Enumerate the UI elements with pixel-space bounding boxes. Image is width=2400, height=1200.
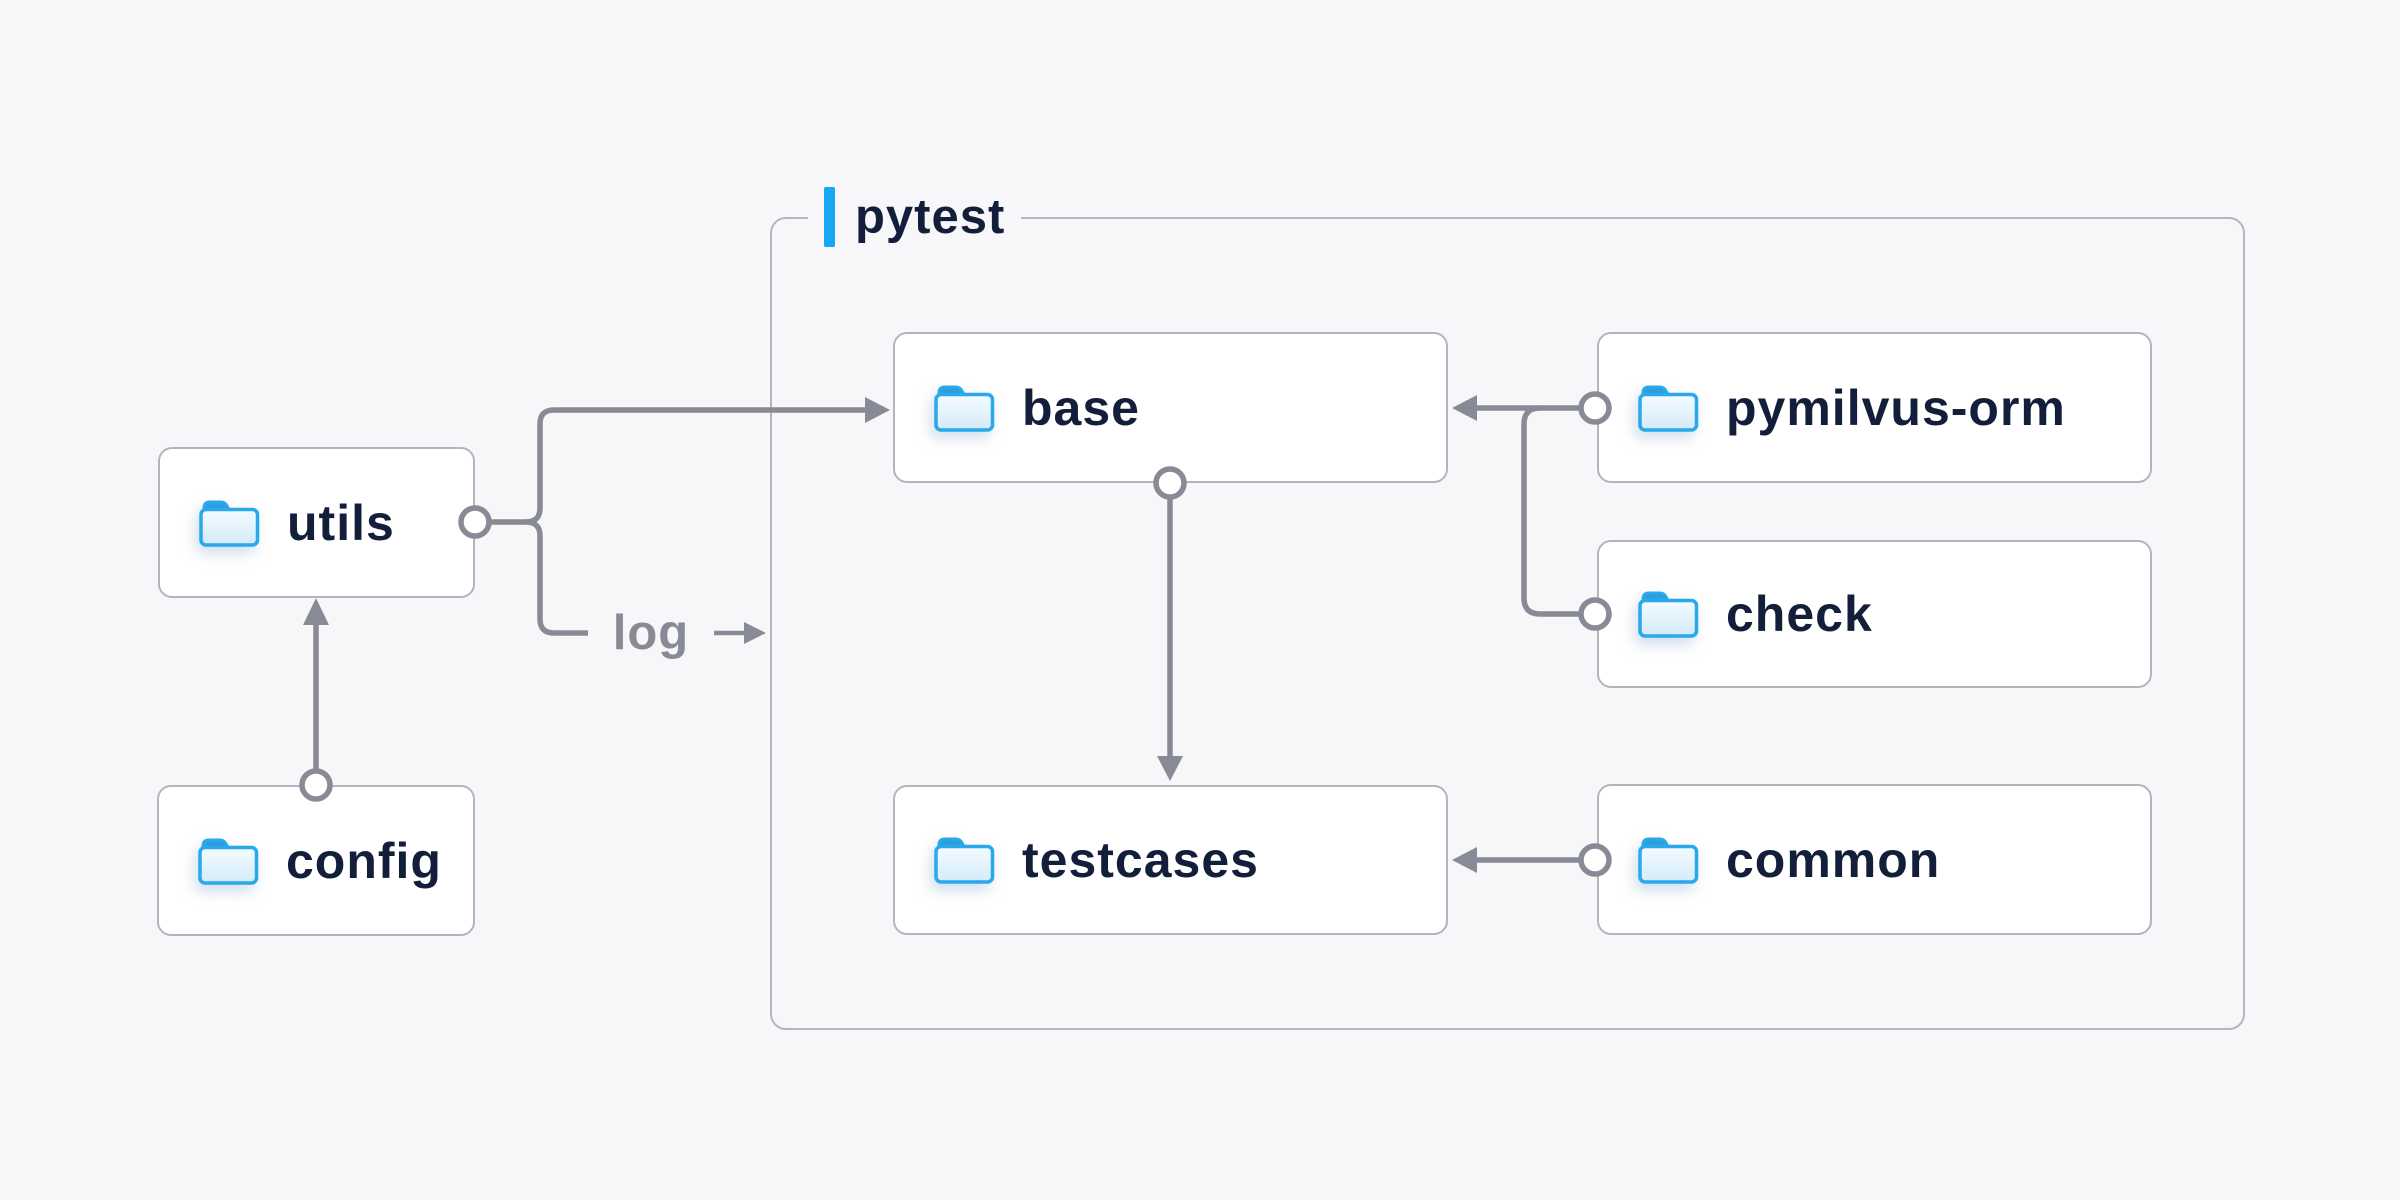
node-utils: utils — [158, 447, 475, 598]
node-common: common — [1597, 784, 2152, 935]
node-label: testcases — [1022, 832, 1259, 888]
pytest-container-title: pytest — [855, 190, 1006, 244]
node-config: config — [157, 785, 475, 936]
node-label: base — [1022, 379, 1140, 436]
accent-bar — [824, 187, 835, 247]
folder-icon — [933, 835, 995, 885]
node-testcases: testcases — [893, 785, 1448, 935]
node-label: check — [1726, 586, 1873, 642]
node-label: config — [286, 832, 442, 889]
folder-icon — [1637, 383, 1699, 433]
pytest-container — [770, 217, 2245, 1030]
folder-icon — [1637, 589, 1699, 639]
pytest-container-label: pytest — [808, 183, 1022, 251]
node-label: utils — [287, 494, 395, 551]
edge-config-utils — [299, 598, 333, 802]
folder-icon — [933, 383, 995, 433]
node-label: pymilvus-orm — [1726, 379, 2066, 436]
node-check: check — [1597, 540, 2152, 688]
log-annotation: log — [612, 606, 690, 660]
folder-icon — [197, 836, 259, 886]
folder-icon — [198, 498, 260, 548]
node-pymilvus-orm: pymilvus-orm — [1597, 332, 2152, 483]
folder-icon — [1637, 835, 1699, 885]
node-label: common — [1726, 831, 1941, 888]
node-base: base — [893, 332, 1448, 483]
